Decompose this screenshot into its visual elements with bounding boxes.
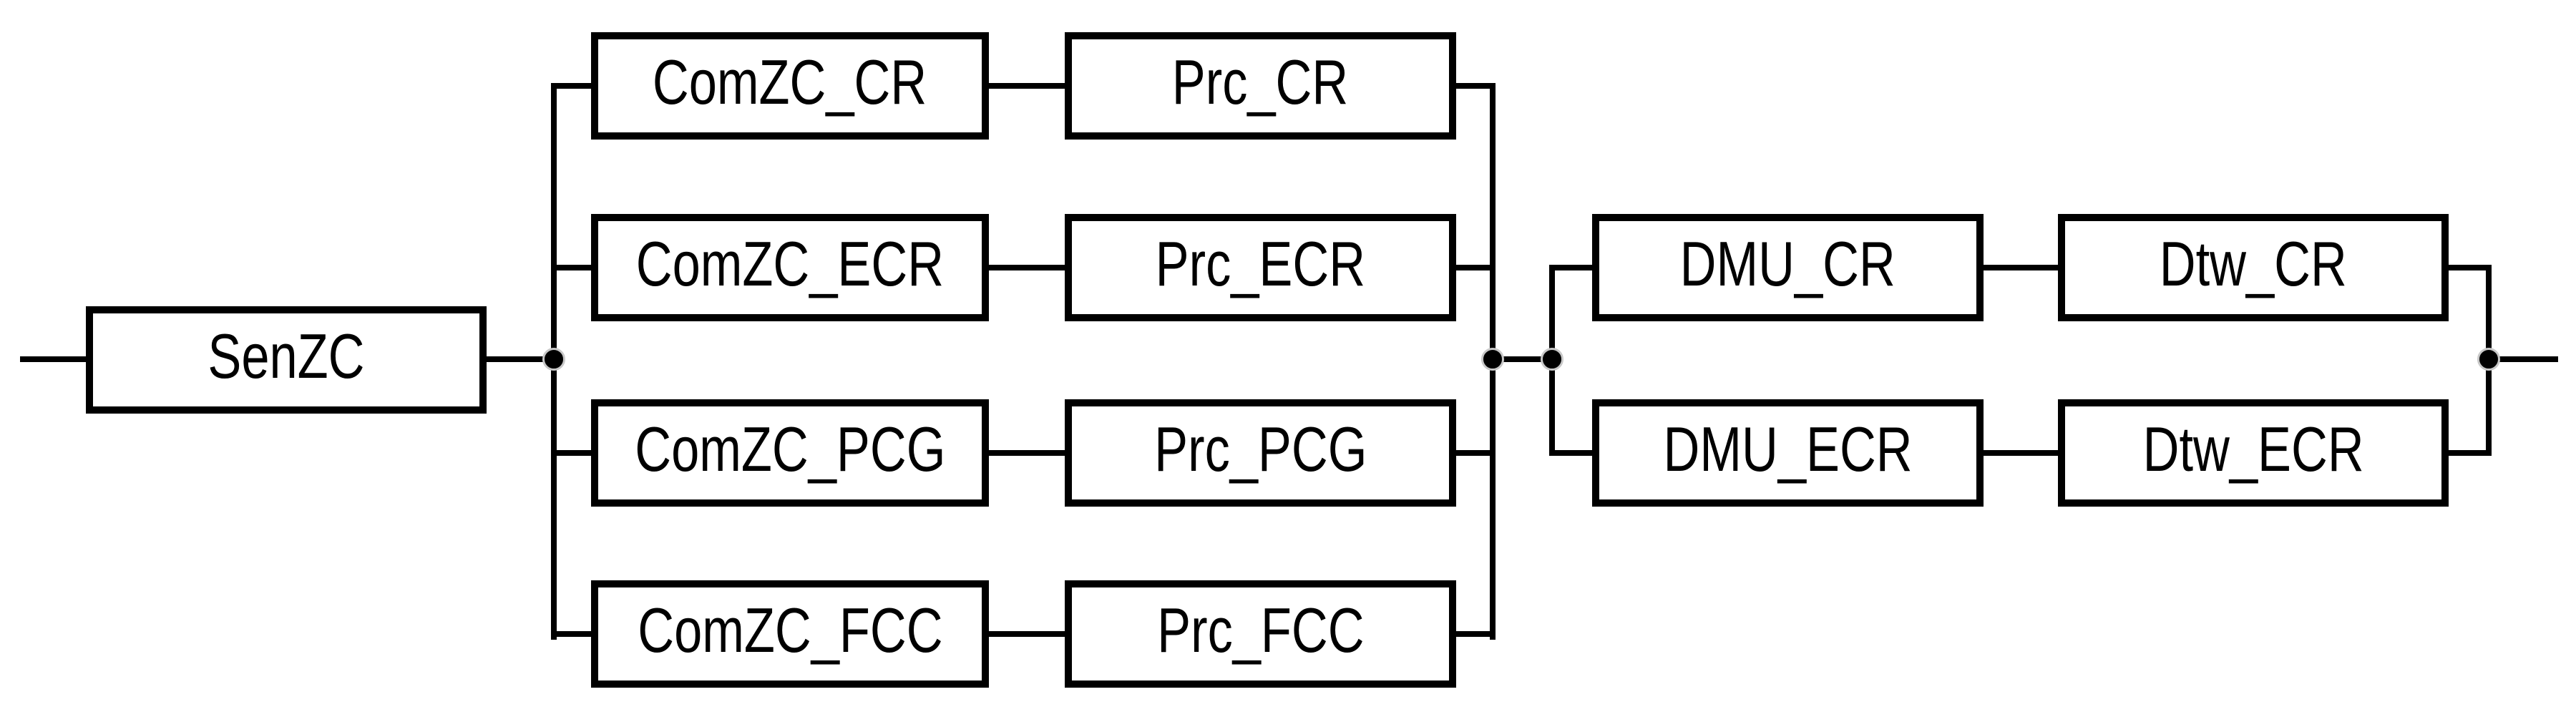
block-prc-fcc: Prc_FCC (1065, 580, 1456, 688)
stub-row1-left (551, 83, 594, 89)
block-senzc: SenZC (86, 306, 487, 414)
junction-dot-split-2 (1541, 348, 1563, 371)
block-prc-ecr: Prc_ECR (1065, 214, 1456, 321)
block-label: DMU_ECR (1663, 414, 1913, 484)
block-prc-pcg: Prc_PCG (1065, 399, 1456, 507)
connector-rowB (1982, 450, 2059, 456)
block-label: Dtw_ECR (2142, 414, 2364, 484)
stub-row4-right (1455, 631, 1496, 637)
block-label: ComZC_ECR (635, 228, 945, 299)
stub-row2-right (1455, 265, 1496, 270)
block-dtw-ecr: Dtw_ECR (2058, 399, 2449, 507)
block-comzc-cr: ComZC_CR (591, 32, 989, 140)
stub-rowA-right (2447, 265, 2490, 270)
block-label: ComZC_FCC (637, 595, 943, 665)
connector-rowA (1982, 265, 2059, 270)
connector-senzc-to-split (485, 356, 557, 362)
stub-row3-right (1455, 450, 1496, 456)
junction-dot-merge-2 (2477, 348, 2500, 371)
stub-rowA-left (1549, 265, 1594, 270)
connector-row2 (987, 265, 1066, 270)
stub-row3-left (551, 450, 594, 456)
junction-dot-split-1 (542, 348, 565, 371)
connector-merge-to-split (1493, 356, 1555, 362)
block-dmu-cr: DMU_CR (1592, 214, 1984, 321)
connector-row4 (987, 631, 1066, 637)
block-label: SenZC (208, 321, 365, 391)
connector-row1 (987, 83, 1066, 89)
connector-row3 (987, 450, 1066, 456)
stub-rowB-right (2447, 450, 2490, 456)
block-label: Prc_CR (1172, 47, 1349, 117)
stub-row4-left (551, 631, 594, 637)
block-dtw-cr: Dtw_CR (2058, 214, 2449, 321)
block-dmu-ecr: DMU_ECR (1592, 399, 1984, 507)
block-label: ComZC_CR (653, 47, 927, 117)
block-comzc-pcg: ComZC_PCG (591, 399, 989, 507)
block-label: Dtw_CR (2159, 228, 2348, 299)
stub-row2-left (551, 265, 594, 270)
block-label: ComZC_PCG (634, 414, 946, 484)
block-comzc-ecr: ComZC_ECR (591, 214, 989, 321)
exit-line (2489, 356, 2558, 362)
block-comzc-fcc: ComZC_FCC (591, 580, 989, 688)
block-label: Prc_FCC (1156, 595, 1365, 665)
stub-rowB-left (1549, 450, 1594, 456)
junction-dot-merge-1 (1481, 348, 1504, 371)
block-prc-cr: Prc_CR (1065, 32, 1456, 140)
block-label: DMU_CR (1679, 228, 1896, 299)
block-label: Prc_PCG (1153, 414, 1367, 484)
block-label: Prc_ECR (1155, 228, 1366, 299)
entry-line (20, 356, 87, 362)
stub-row1-right (1455, 83, 1496, 89)
